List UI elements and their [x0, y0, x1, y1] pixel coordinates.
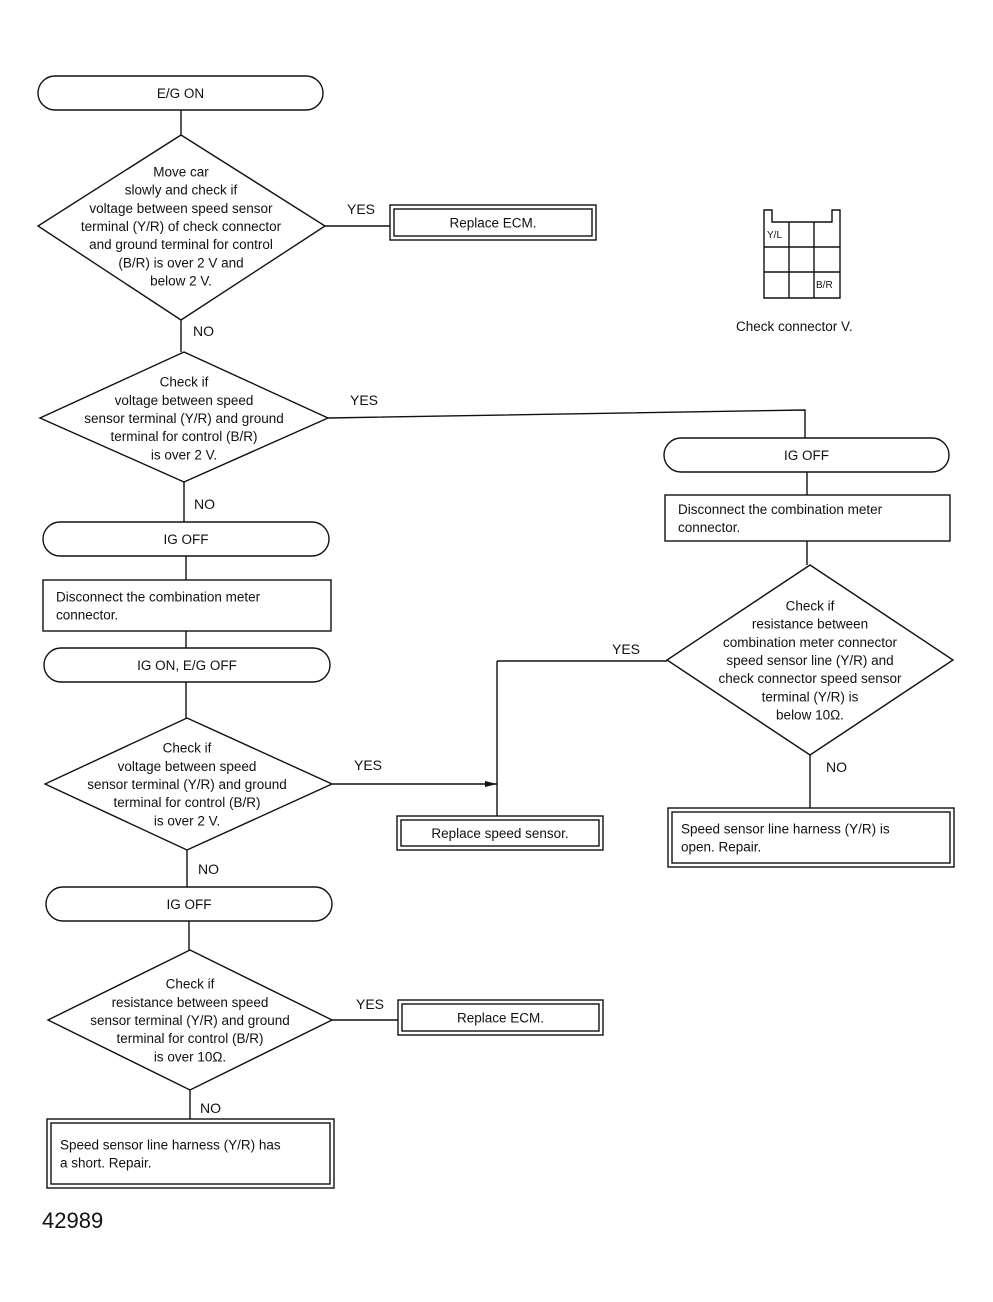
process-box-inner [393, 208, 593, 237]
node-text-line: Replace ECM. [449, 216, 536, 231]
node-text-line: voltage between speed [118, 759, 257, 774]
pin-label-yl: Y/L [767, 230, 782, 241]
terminal-shape [42, 521, 330, 557]
process-box [664, 494, 951, 542]
node-text-line: is over 2 V. [154, 813, 220, 828]
node-text-line: Move car [153, 164, 209, 179]
node-text-line: Speed sensor line harness (Y/R) has [60, 1137, 281, 1152]
terminal-shape [663, 437, 950, 473]
node-text-line: Check if [166, 977, 215, 992]
node-text-line: resistance between speed [112, 995, 269, 1010]
node-eg-on: E/G ON [37, 75, 324, 111]
yes-label: YES [347, 201, 375, 217]
node-d5: Check if resistance between combination me… [665, 564, 955, 756]
node-text-line: slowly and check if [125, 183, 238, 198]
connector-caption: Check connector V. [736, 319, 853, 334]
node-text-line: is over 2 V. [151, 447, 217, 462]
no-label: NO [198, 861, 219, 877]
node-short: Speed sensor line harness (Y/R) has a sho… [46, 1118, 335, 1189]
pin-label-br: B/R [816, 280, 833, 291]
node-text-line: open. Repair. [681, 840, 761, 855]
node-text-line: sensor terminal (Y/R) and ground [87, 777, 287, 792]
node-text-line: IG OFF [164, 532, 209, 547]
node-text-line: connector. [678, 520, 740, 535]
process-box-inner [401, 1003, 600, 1032]
node-text-line: Speed sensor line harness (Y/R) is [681, 821, 890, 836]
node-text-line: terminal for control (B/R) [113, 795, 260, 810]
connector-line [327, 409, 806, 438]
node-text-line: below 2 V. [150, 274, 212, 289]
node-text-line: Check if [786, 598, 835, 613]
node-d1: Move car slowly and check if voltage betwe… [36, 134, 327, 321]
node-text-line: Disconnect the combination meter [56, 589, 261, 604]
decision-diamond [665, 564, 955, 756]
node-text-line: connector. [56, 608, 118, 623]
node-text-line: Check if [163, 741, 212, 756]
node-text-line: IG ON, E/G OFF [137, 658, 237, 673]
decision-diamond [43, 717, 334, 851]
yes-label: YES [354, 757, 382, 773]
no-label: NO [194, 496, 215, 512]
node-disc-right: Disconnect the combination meter connecto… [664, 494, 951, 542]
no-label: NO [200, 1100, 221, 1116]
decision-diamond [46, 949, 334, 1091]
node-ecm2: Replace ECM. [397, 999, 604, 1036]
node-text-line: Replace ECM. [457, 1011, 544, 1026]
process-box-inner [50, 1122, 331, 1185]
node-text-line: check connector speed sensor [718, 671, 902, 686]
process-box-inner [671, 811, 951, 864]
node-text-line: Replace speed sensor. [431, 826, 568, 841]
node-ig-off-1: IG OFF [42, 521, 330, 557]
terminal-shape [45, 886, 333, 922]
node-text-line: voltage between speed sensor [89, 201, 273, 216]
node-ig-off-2: IG OFF [45, 886, 333, 922]
node-ig-off-r: IG OFF [663, 437, 950, 473]
process-box-inner [400, 819, 600, 847]
decision-diamond [36, 134, 327, 321]
no-label: NO [193, 323, 214, 339]
node-text-line: voltage between speed [115, 393, 254, 408]
node-text-line: E/G ON [157, 86, 204, 101]
node-text-line: terminal for control (B/R) [116, 1031, 263, 1046]
yes-label: YES [356, 996, 384, 1012]
node-text-line: and ground terminal for control [89, 237, 273, 252]
node-text-line: speed sensor line (Y/R) and [726, 653, 893, 668]
node-text-line: sensor terminal (Y/R) and ground [90, 1013, 290, 1028]
node-speed-sensor: Replace speed sensor. [396, 815, 604, 851]
node-open: Speed sensor line harness (Y/R) is open. … [667, 807, 955, 868]
no-label: NO [826, 759, 847, 775]
node-text-line: below 10Ω. [776, 708, 844, 723]
node-text-line: (B/R) is over 2 V and [118, 255, 243, 270]
terminal-shape [43, 647, 331, 683]
node-text-line: a short. Repair. [60, 1156, 152, 1171]
arrow-head-icon [485, 781, 497, 787]
node-text-line: terminal (Y/R) of check connector [81, 219, 282, 234]
node-text-line: Check if [160, 375, 209, 390]
terminal-shape [37, 75, 324, 111]
node-text-line: Disconnect the combination meter [678, 502, 883, 517]
node-text-line: terminal (Y/R) is [762, 689, 859, 704]
yes-label: YES [350, 392, 378, 408]
node-text-line: IG OFF [167, 897, 212, 912]
node-disc-left: Disconnect the combination meter connecto… [42, 579, 332, 632]
figure-number: 42989 [42, 1208, 103, 1233]
node-ecm1: Replace ECM. [389, 204, 597, 241]
node-text-line: resistance between [752, 617, 868, 632]
node-d3: Check if voltage between speed sensor term… [43, 717, 334, 851]
node-d4: Check if resistance between speed sensor t… [46, 949, 334, 1091]
node-text-line: terminal for control (B/R) [110, 429, 257, 444]
node-d2: Check if voltage between speed sensor term… [38, 351, 330, 483]
decision-diamond [38, 351, 330, 483]
node-ig-on: IG ON, E/G OFF [43, 647, 331, 683]
yes-label: YES [612, 641, 640, 657]
node-text-line: combination meter connector [723, 635, 898, 650]
check-connector-diagram: Y/L B/R Check connector V. [736, 209, 853, 334]
node-text-line: IG OFF [784, 448, 829, 463]
process-box [42, 579, 332, 632]
node-text-line: is over 10Ω. [154, 1049, 226, 1064]
node-text-line: sensor terminal (Y/R) and ground [84, 411, 284, 426]
